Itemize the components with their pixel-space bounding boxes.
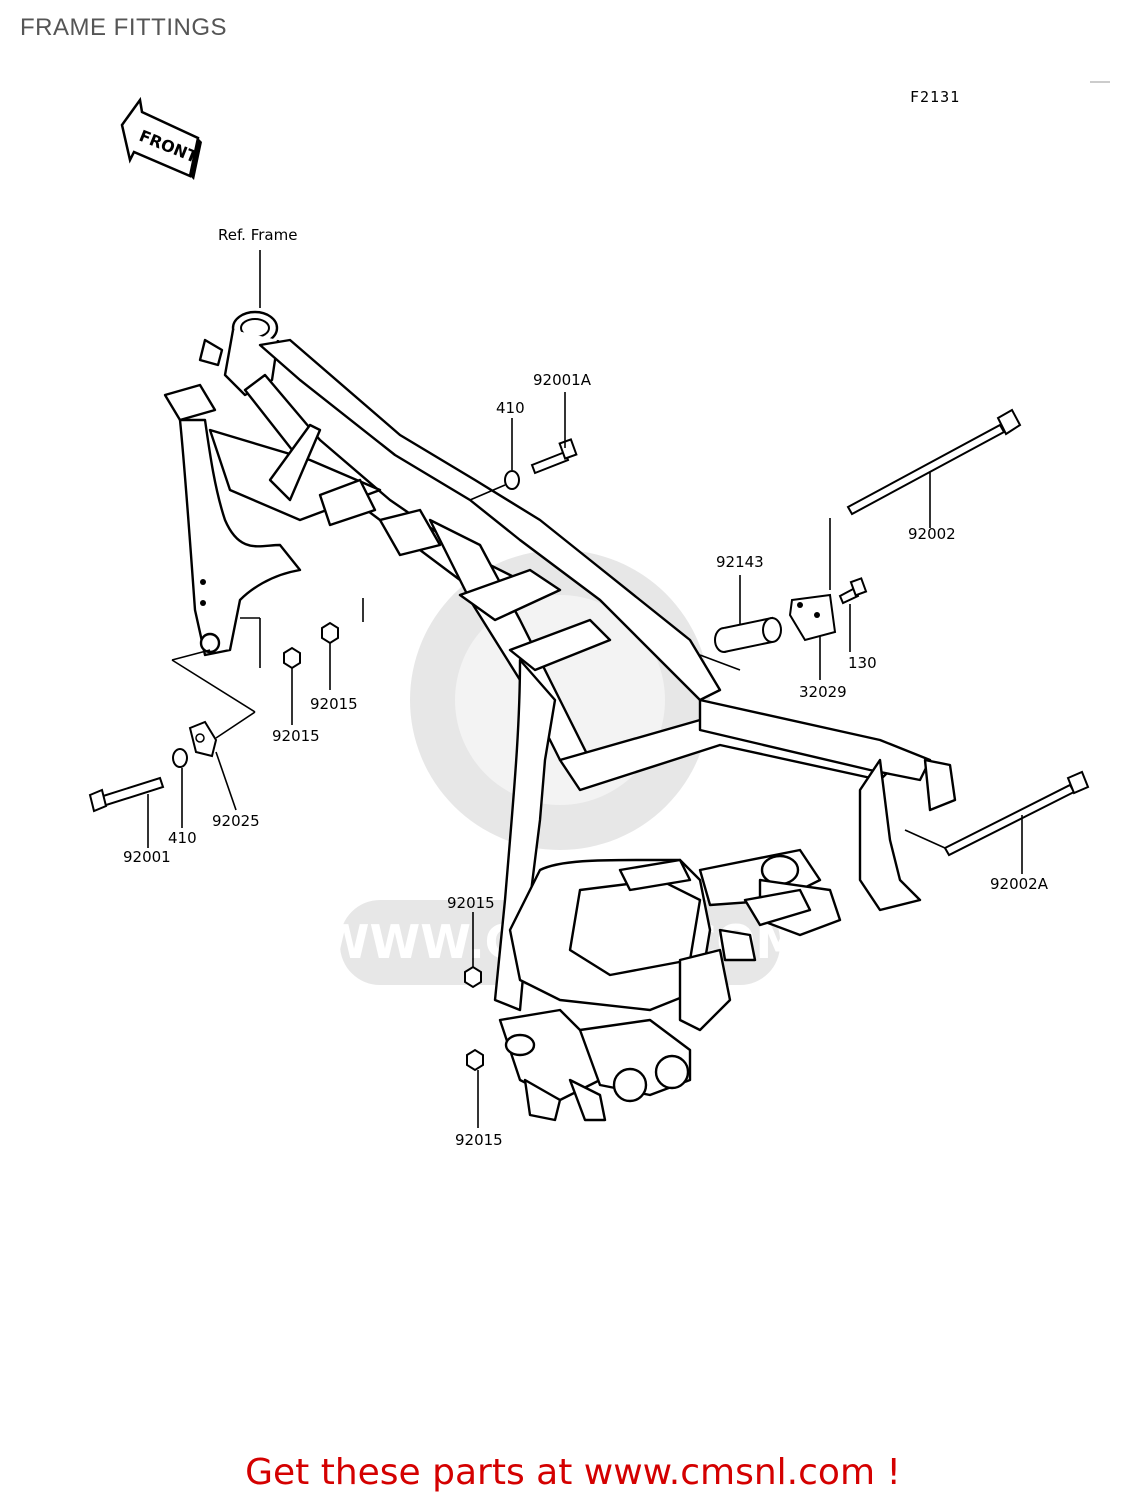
washer-410-left <box>172 748 188 768</box>
nut-92015-c <box>464 965 482 989</box>
bolt-92002A <box>943 770 1090 857</box>
nut-92015-b <box>283 646 301 670</box>
leader-lines <box>147 250 1023 1128</box>
label-ref-frame: Ref. Frame <box>218 226 297 244</box>
label-92025: 92025 <box>212 812 260 830</box>
label-32029: 32029 <box>799 683 847 701</box>
label-92001A: 92001A <box>533 371 592 389</box>
label-92015-b: 92015 <box>272 727 320 745</box>
label-92002A: 92002A <box>990 875 1049 893</box>
label-410-top: 410 <box>496 399 525 417</box>
motorcycle-frame <box>163 310 957 1122</box>
frame-fittings-diagram: WWW.CMSNL.COM F2131 FRONT <box>88 81 1110 1149</box>
bolt-92002 <box>846 408 1022 516</box>
label-92002: 92002 <box>908 525 956 543</box>
front-arrow-icon: FRONT <box>120 96 202 180</box>
page-title: FRAME FITTINGS <box>20 14 227 41</box>
bolt-92001 <box>88 776 165 813</box>
label-92001: 92001 <box>123 848 171 866</box>
label-92015-c: 92015 <box>447 894 495 912</box>
plate-92025 <box>188 720 218 758</box>
footer-link[interactable]: Get these parts at www.cmsnl.com ! <box>245 1452 901 1493</box>
washer-410-top <box>504 470 520 490</box>
label-92143: 92143 <box>716 553 764 571</box>
label-92015-a: 92015 <box>310 695 358 713</box>
nut-92015-d <box>466 1048 484 1072</box>
bracket-32029 <box>788 593 837 642</box>
collar-92143 <box>714 616 782 653</box>
label-130: 130 <box>848 654 877 672</box>
figure-code: F2131 <box>910 88 960 106</box>
bolt-130 <box>838 577 868 605</box>
label-410-left: 410 <box>168 829 197 847</box>
label-92015-d: 92015 <box>455 1131 503 1149</box>
bolt-92001A <box>530 438 578 475</box>
nut-92015-a <box>321 621 339 645</box>
